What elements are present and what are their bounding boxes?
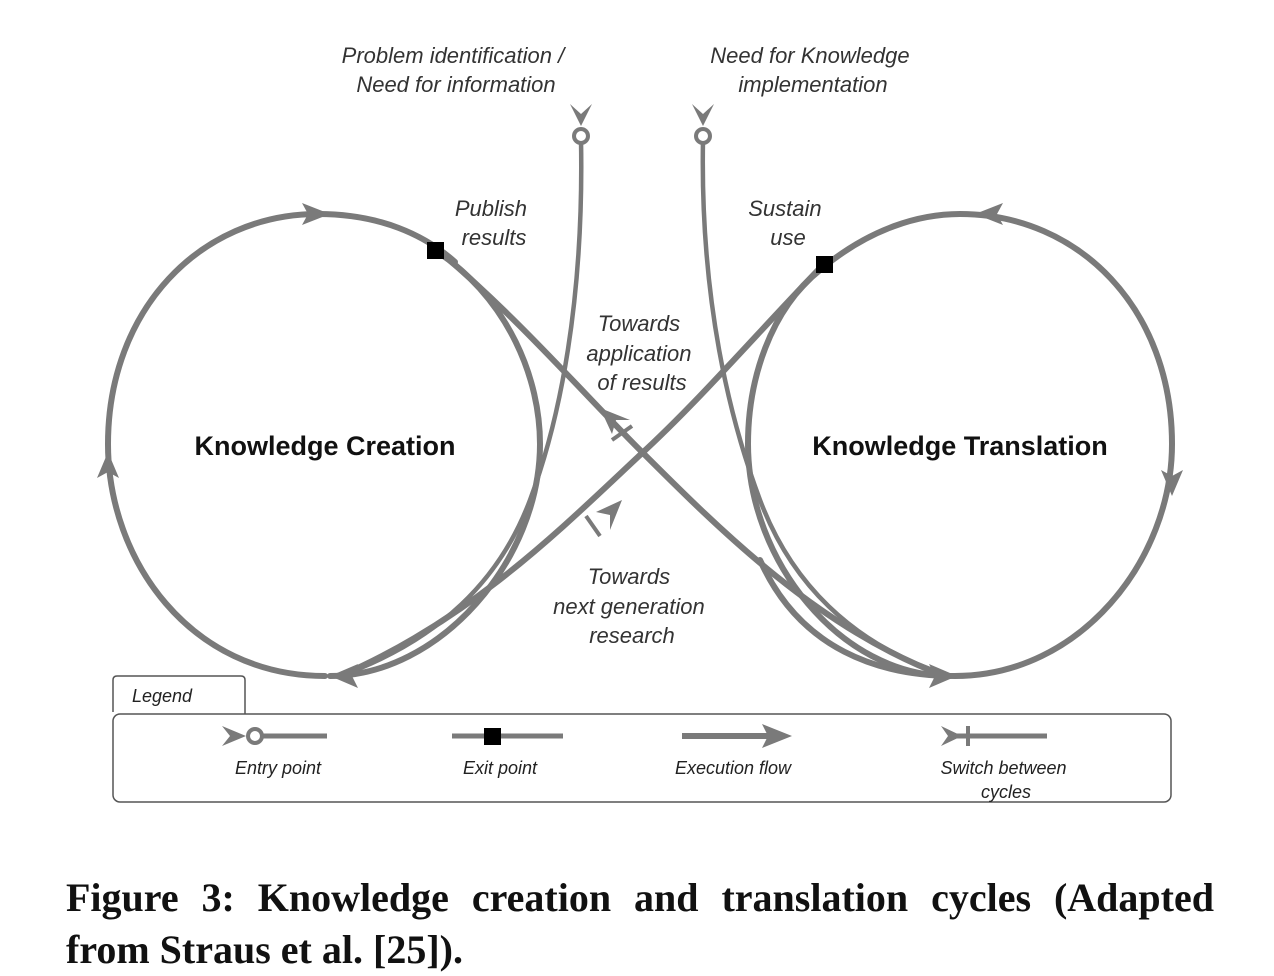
sustain-use-label: Sustain use [748, 196, 828, 250]
legend-box [112, 713, 1172, 803]
knowledge-creation-title: Knowledge Creation [194, 431, 455, 461]
legend-exit-point-icon [452, 728, 563, 745]
legend-exit-label: Exit point [463, 758, 538, 778]
figure-caption: Figure 3: Knowledge creation and transla… [66, 875, 1214, 972]
creation-top-arrow [302, 203, 330, 225]
knowledge-translation-title: Knowledge Translation [812, 431, 1108, 461]
legend-title: Legend [132, 686, 193, 706]
publish-exit-point-marker [427, 242, 444, 259]
implementation-entry-point-marker [692, 104, 714, 145]
knowledge-cycles-diagram: Problem identification / Need for inform… [97, 43, 1183, 803]
implementation-entry-label: Need for Knowledge implementation [710, 43, 915, 97]
legend-execution-flow-icon [682, 724, 792, 748]
legend: Legend Entry point Exit point Execution … [112, 675, 1172, 803]
legend-flow-label: Execution flow [675, 758, 792, 778]
legend-entry-point-icon [222, 726, 327, 746]
switch-marker-application [600, 408, 634, 442]
publish-results-label: Publish results [455, 196, 533, 250]
legend-switch-icon [941, 726, 1047, 746]
switch-marker-next-generation [584, 500, 622, 538]
translation-cycle-left-arc [744, 267, 953, 679]
legend-switch-label: Switch between cycles [940, 758, 1071, 802]
creation-to-translation-flow [437, 249, 948, 679]
translation-top-arrow [975, 203, 1003, 225]
creation-cycle-right-arc [327, 247, 544, 679]
switch-flows [337, 249, 948, 679]
towards-next-generation-label: Towards next generation research [553, 564, 711, 648]
translation-cycle-right-arc [757, 210, 1176, 680]
towards-application-label: Towards application of results [586, 311, 697, 395]
creation-left-arrow [97, 452, 119, 478]
translation-right-arrow [1161, 470, 1183, 496]
legend-tab [112, 675, 246, 714]
sustain-exit-point-marker [816, 256, 833, 273]
translation-to-creation-flow [337, 263, 825, 679]
problem-entry-label: Problem identification / Need for inform… [342, 43, 571, 97]
problem-entry-point-marker [570, 104, 592, 145]
creation-cycle-left-arc [104, 210, 458, 679]
legend-entry-label: Entry point [235, 758, 322, 778]
